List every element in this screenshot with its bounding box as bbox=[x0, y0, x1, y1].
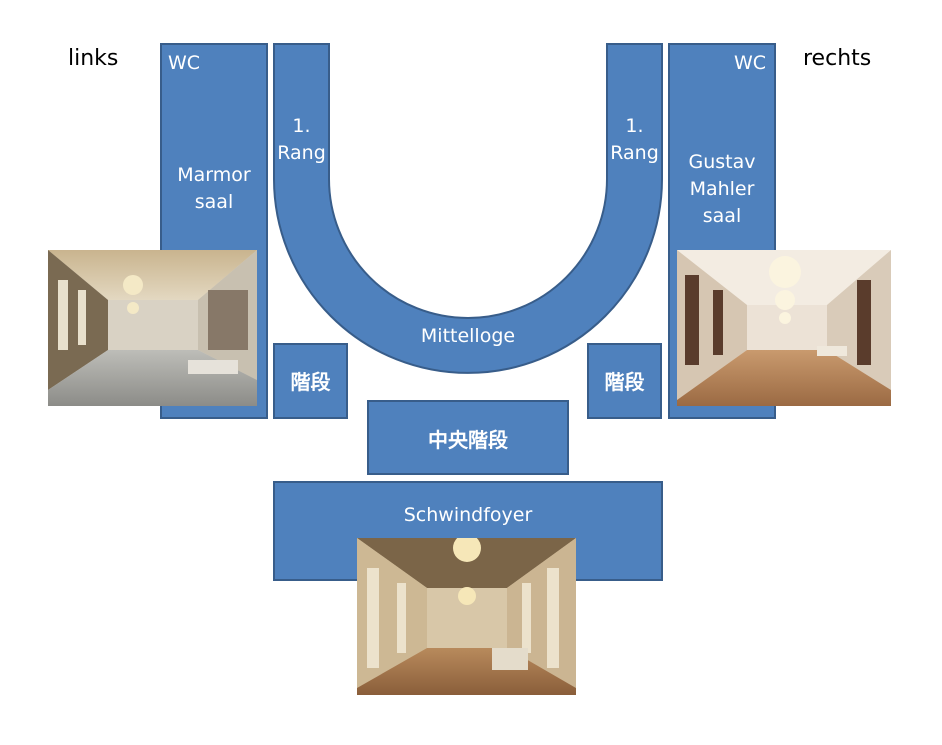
schwindfoyer-photo bbox=[357, 538, 576, 695]
marmorsaal-photo bbox=[48, 250, 257, 406]
left-side-label: links bbox=[68, 46, 119, 71]
wc-left-label: WC bbox=[168, 52, 201, 74]
wc-right-label: WC bbox=[733, 52, 766, 74]
rang-left-label-line1: 1. bbox=[292, 115, 311, 137]
gustav-mahler-label-line1: Gustav bbox=[688, 151, 756, 173]
rang-u-path bbox=[273, 43, 663, 374]
stairs-right-label: 階段 bbox=[604, 370, 645, 394]
gustav-mahler-label-line2: Mahler bbox=[689, 178, 755, 200]
central-stairs-label: 中央階段 bbox=[428, 428, 508, 452]
stairs-left-label: 階段 bbox=[290, 370, 331, 394]
marmorsaal-label-line2: saal bbox=[194, 191, 234, 213]
gustav-mahler-saal-photo bbox=[677, 250, 891, 406]
gustav-mahler-label-line3: saal bbox=[702, 205, 742, 227]
rang-right-label-line1: 1. bbox=[625, 115, 644, 137]
mittelloge-label: Mittelloge bbox=[420, 325, 516, 347]
rang-left-label-line2: Rang bbox=[277, 142, 326, 164]
stairs-left-block bbox=[273, 343, 348, 419]
marmorsaal-label-line1: Marmor bbox=[177, 164, 251, 186]
central-stairs-block bbox=[367, 400, 569, 475]
right-side-label: rechts bbox=[803, 46, 872, 71]
schwindfoyer-label: Schwindfoyer bbox=[403, 504, 533, 526]
rang-right-label-line2: Rang bbox=[610, 142, 659, 164]
stairs-right-block bbox=[587, 343, 662, 419]
